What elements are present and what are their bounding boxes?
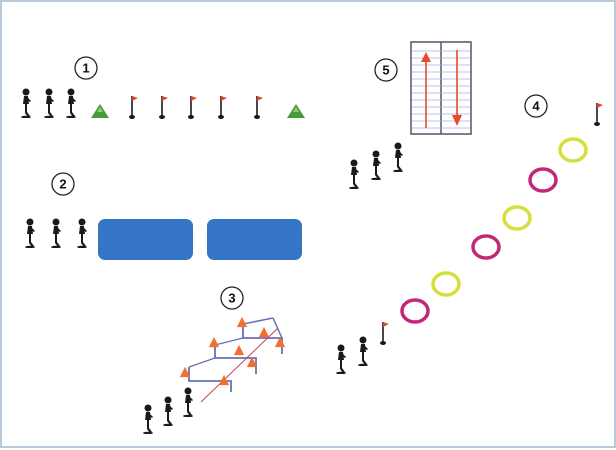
person-icon (143, 404, 153, 434)
person-icon (349, 159, 359, 189)
cone-icon (91, 104, 109, 118)
station-number-3: 3 (220, 286, 244, 310)
flag-icon (380, 321, 390, 346)
person-icon (66, 88, 76, 118)
hoop-icon (471, 234, 501, 260)
person-icon (21, 88, 31, 118)
person-icon (163, 396, 173, 426)
person-icon (336, 344, 346, 374)
station-number-1: 1 (74, 56, 98, 80)
hurdle-icon (242, 324, 283, 354)
station-number-label: 1 (82, 61, 89, 76)
station-number-label: 2 (59, 177, 66, 192)
person-icon (25, 218, 35, 248)
hoop-icon (502, 205, 532, 231)
station-4 (336, 102, 604, 374)
person-icon (393, 142, 403, 172)
station-number-label: 3 (228, 291, 235, 306)
flag-icon (159, 95, 169, 120)
station-number-2: 2 (51, 172, 75, 196)
flag-icon (254, 95, 264, 120)
flag-icon (218, 95, 228, 120)
person-icon (77, 218, 87, 248)
person-icon (183, 387, 193, 417)
hoop-icon (528, 167, 558, 193)
person-icon (371, 150, 381, 180)
hoop-icon (400, 298, 430, 324)
station-number-4: 4 (524, 94, 548, 118)
station-number-label: 5 (382, 63, 389, 78)
station-number-5: 5 (374, 58, 398, 82)
lane-icon (410, 41, 472, 135)
mat-icon (98, 219, 193, 260)
station-number-label: 4 (532, 99, 540, 114)
cone-icon (208, 336, 220, 348)
person-icon (51, 218, 61, 248)
cone-icon (258, 326, 270, 338)
hoop-icon (431, 271, 461, 297)
flag-icon (188, 95, 198, 120)
station-3 (143, 316, 286, 434)
hoop-icon (558, 137, 588, 163)
hurdle-icon (214, 345, 257, 374)
station-5 (349, 41, 472, 189)
station-1 (21, 88, 305, 120)
cone-icon (233, 344, 245, 356)
path-line (200, 327, 279, 403)
cone-icon (287, 104, 305, 118)
person-icon (358, 336, 368, 366)
flag-icon (594, 102, 604, 127)
person-icon (44, 88, 54, 118)
flag-icon (129, 95, 139, 120)
hurdle-icon (188, 367, 232, 392)
mat-icon (207, 219, 302, 260)
station-2 (25, 218, 302, 260)
cone-icon (236, 316, 248, 328)
